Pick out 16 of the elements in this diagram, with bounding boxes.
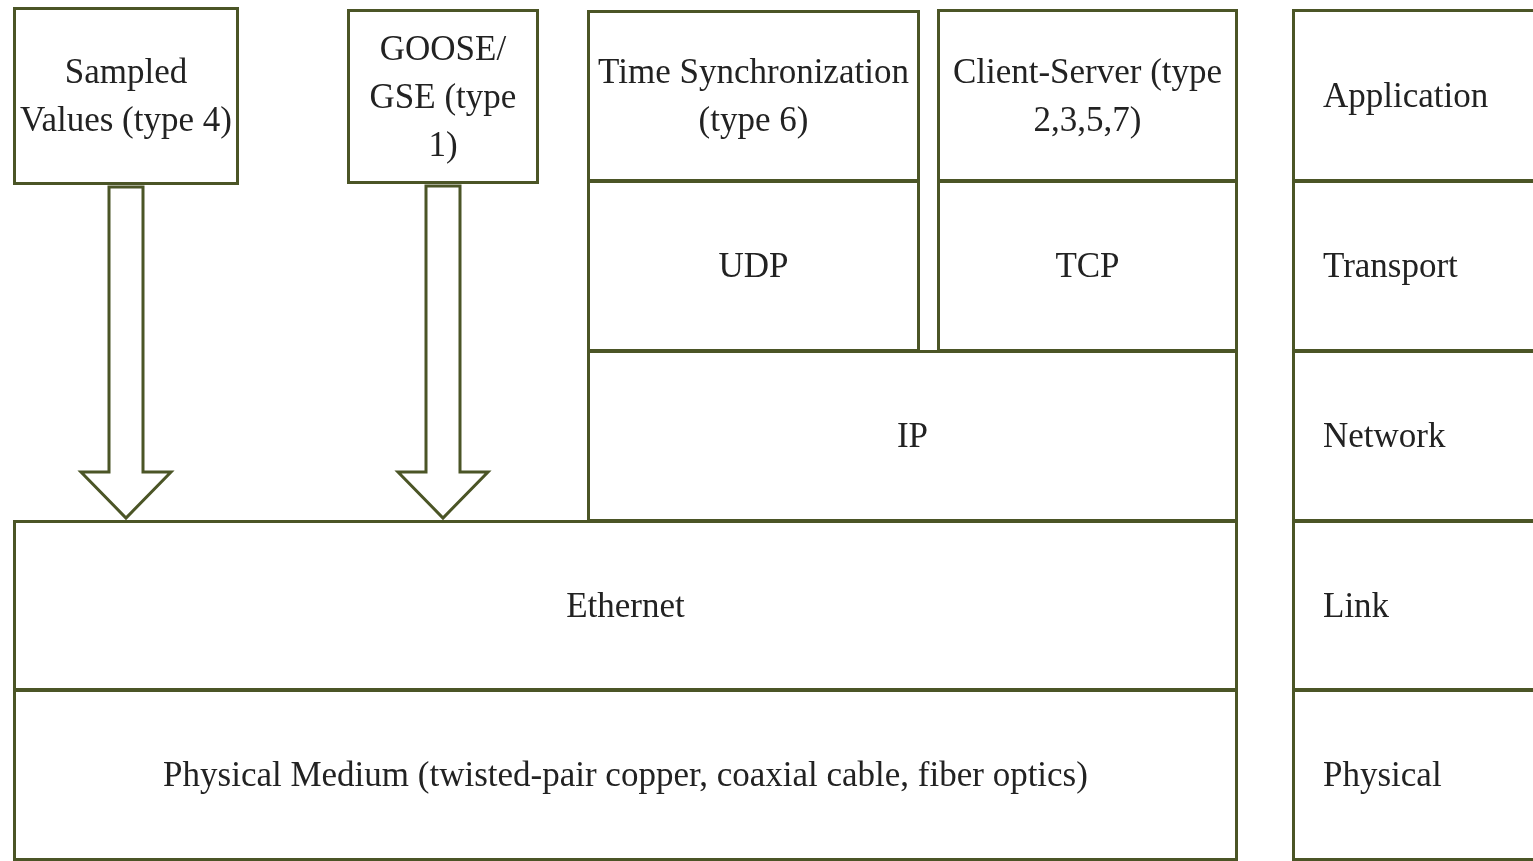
layer-box: Time Synchronization (type 6)	[587, 10, 920, 182]
layer-box: Link	[1292, 520, 1533, 691]
layer-box: GOOSE/ GSE (type 1)	[347, 9, 539, 184]
layer-box: Ethernet	[13, 520, 1238, 691]
layer-box: Client-Server (type 2,3,5,7)	[937, 9, 1238, 182]
layer-box: Application	[1292, 9, 1533, 182]
layer-box: TCP	[937, 180, 1238, 352]
layer-box: Sampled Values (type 4)	[13, 7, 239, 185]
layer-box: Network	[1292, 350, 1533, 522]
layer-box: Physical	[1292, 689, 1533, 861]
layer-box: Physical Medium (twisted-pair copper, coaxial cable, fiber optics)	[13, 689, 1238, 861]
block-arrow	[394, 184, 492, 521]
layer-box: UDP	[587, 180, 920, 352]
block-arrow	[77, 185, 175, 521]
layer-box: Transport	[1292, 180, 1533, 352]
layer-box: IP	[587, 350, 1238, 522]
